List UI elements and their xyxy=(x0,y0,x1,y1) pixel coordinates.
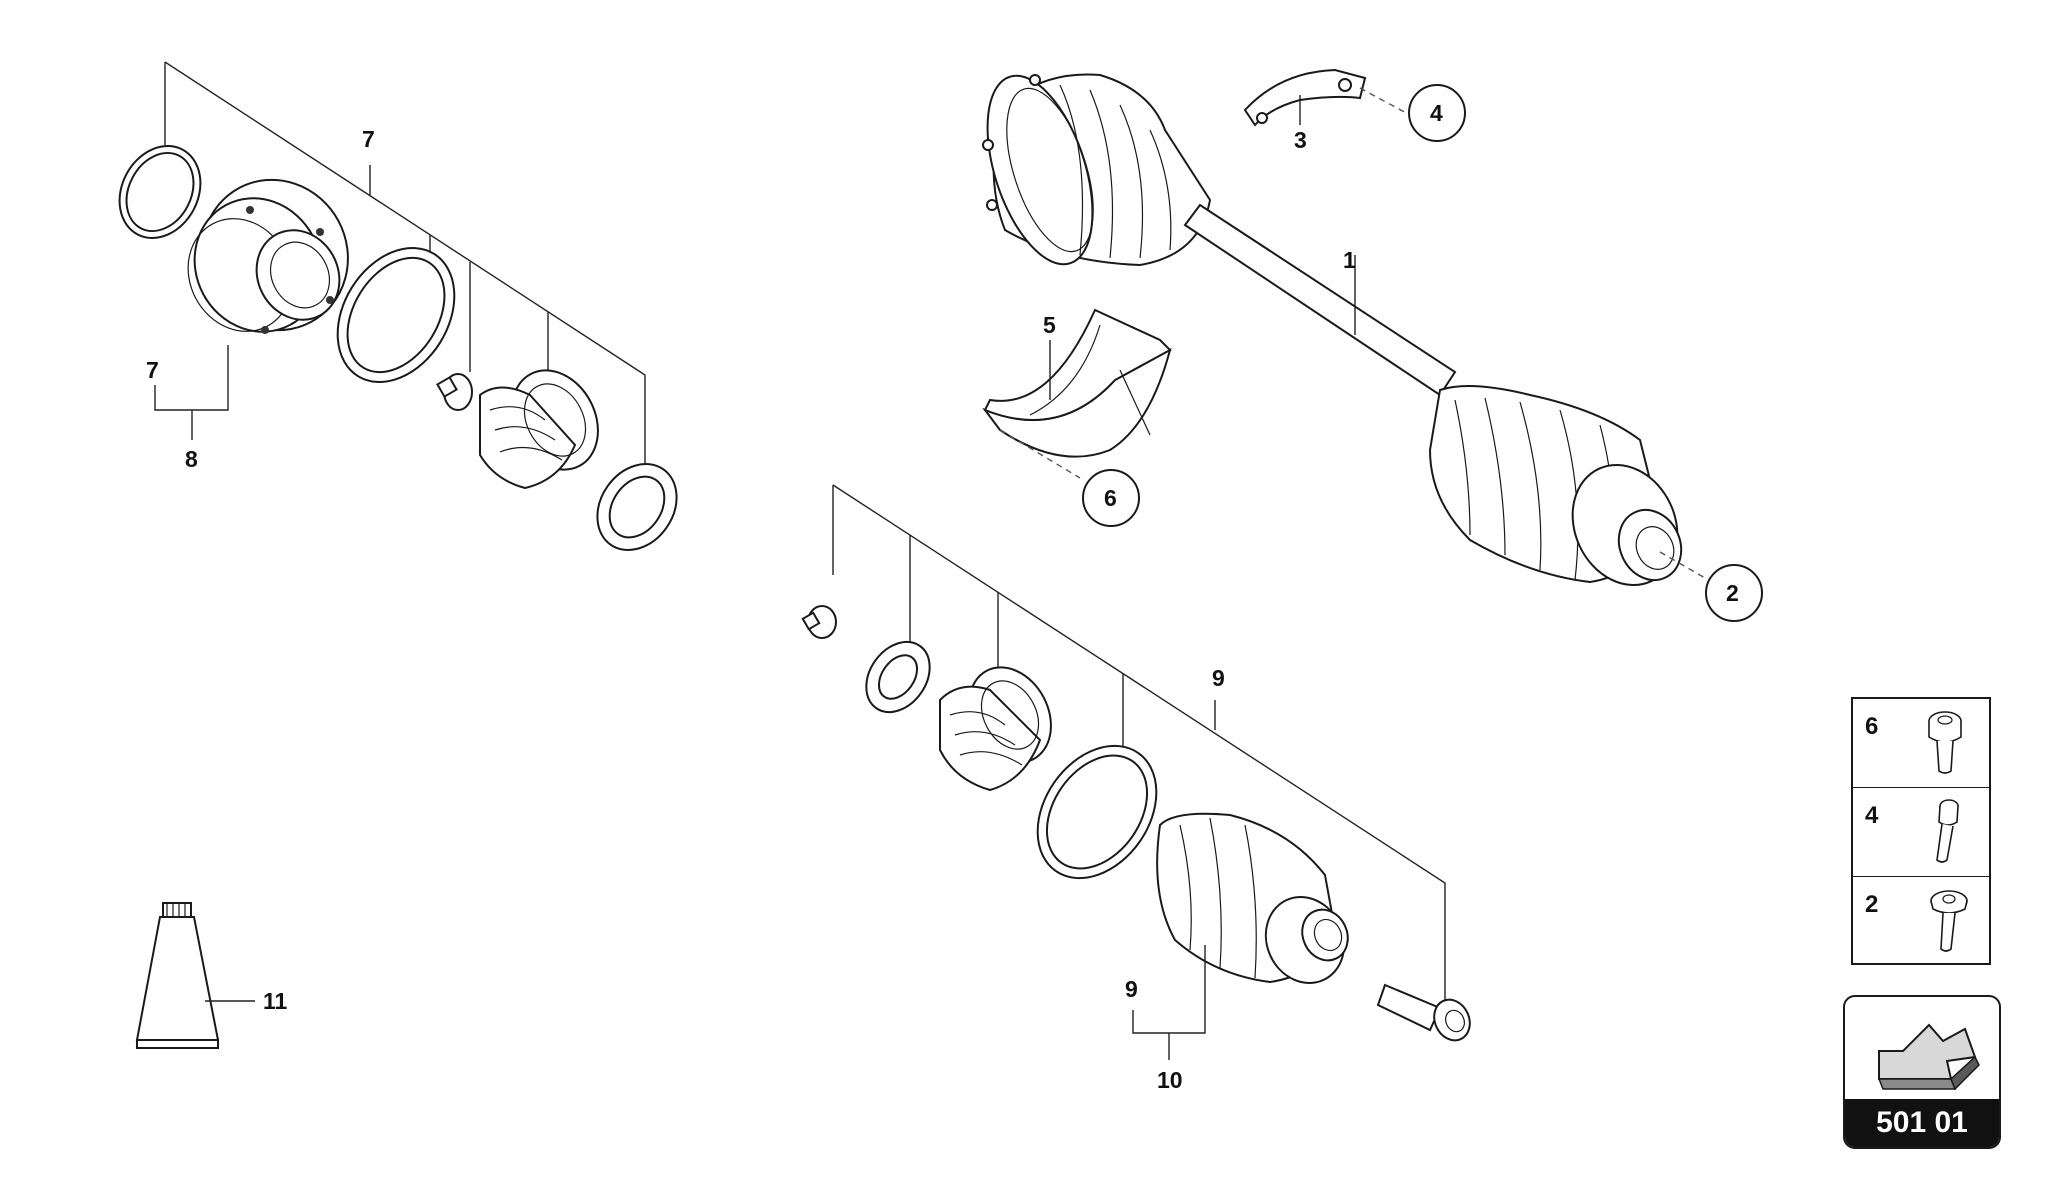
callout-3: 3 xyxy=(1294,127,1307,153)
callout-circle-2 xyxy=(1705,564,1763,622)
legend-row-4: 4 xyxy=(1853,788,1989,877)
bolt-icon-4 xyxy=(1936,799,1959,863)
lower-joint-assembly xyxy=(801,484,1471,1060)
cv-joint-lower xyxy=(1156,812,1349,984)
callout-circle-4 xyxy=(1408,84,1466,142)
bolt-icon-2 xyxy=(1930,890,1968,952)
flange-bolt xyxy=(1376,983,1471,1042)
boot-lower xyxy=(939,666,1052,792)
bearing-shell xyxy=(982,308,1172,479)
left-joint-assembly xyxy=(118,61,678,551)
callout-5: 5 xyxy=(1043,312,1056,338)
callout-8: 8 xyxy=(185,446,198,472)
reference-badge: 501 01 xyxy=(1843,995,2001,1149)
badge-label: 501 01 xyxy=(1845,1099,1999,1147)
cv-joint-housing-left xyxy=(187,178,349,334)
drive-shaft-assembly xyxy=(982,73,1706,587)
callout-7-left: 7 xyxy=(146,357,159,383)
fastener-legend: 6 4 2 xyxy=(1851,697,1991,965)
callout-7-top: 7 xyxy=(362,126,375,152)
arrow-icon xyxy=(1877,1023,1980,1091)
callout-6: 6 xyxy=(1104,485,1117,511)
legend-num-2: 2 xyxy=(1865,891,1879,918)
legend-row-2: 2 xyxy=(1853,877,1989,965)
retaining-bracket xyxy=(1243,68,1411,127)
shaft-outer-joint xyxy=(982,73,1212,267)
boot-left xyxy=(479,369,599,490)
callout-4: 4 xyxy=(1430,100,1443,126)
legend-num-6: 6 xyxy=(1865,713,1879,740)
callout-2: 2 xyxy=(1726,580,1739,606)
legend-row-6: 6 xyxy=(1853,699,1989,788)
grease-tube xyxy=(135,902,255,1049)
bolt-icon-6 xyxy=(1928,711,1962,774)
callout-10: 10 xyxy=(1157,1067,1183,1093)
callout-circle-6 xyxy=(1082,469,1140,527)
callout-9-bottom: 9 xyxy=(1125,976,1138,1002)
callout-9-top: 9 xyxy=(1212,665,1225,691)
legend-num-4: 4 xyxy=(1865,802,1879,829)
shaft-inner-joint xyxy=(1428,385,1683,587)
callout-1: 1 xyxy=(1343,247,1356,273)
callout-11: 11 xyxy=(263,988,288,1014)
